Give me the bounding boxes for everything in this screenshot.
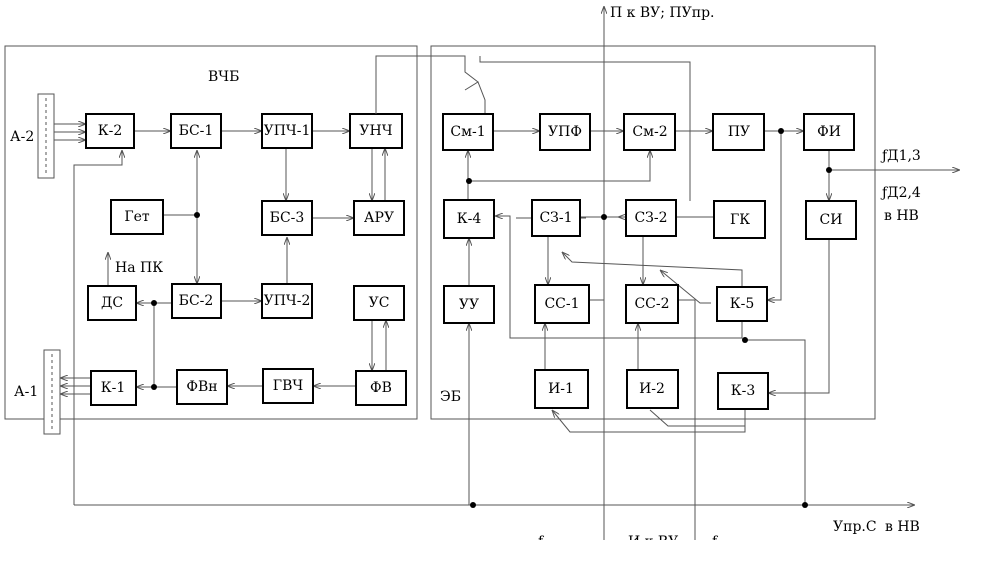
block-i2-label: И-2 (639, 381, 665, 397)
block-ss1 (534, 284, 590, 324)
block-upf-label: УПФ (548, 124, 582, 140)
block-bs3 (261, 200, 313, 236)
block-bs2 (171, 283, 222, 319)
block-k3-label: К-3 (731, 383, 755, 399)
block-pu (712, 113, 765, 151)
block-gvch (262, 368, 314, 404)
v-nv-right-label: в НВ (884, 208, 919, 224)
junction-dot (826, 167, 832, 173)
block-k5 (716, 286, 768, 322)
block-bs1-label: БС-1 (179, 123, 214, 139)
block-sz1-label: СЗ-1 (539, 210, 572, 226)
block-aru (353, 200, 405, 236)
eb-section-label: ЭБ (440, 389, 461, 405)
block-gvch-label: ГВЧ (273, 378, 304, 394)
block-fi-label: ФИ (817, 124, 841, 140)
na-pk-label: На ПК (115, 260, 163, 276)
block-aru-label: АРУ (364, 210, 394, 226)
block-pu-label: ПУ (728, 124, 750, 140)
block-gk-label: ГК (730, 212, 750, 228)
upr-s-label: Упр.С (833, 519, 877, 535)
junction-dot (470, 502, 476, 508)
v-nv-bottom-label: в НВ (885, 519, 920, 535)
block-sz2 (625, 199, 677, 237)
block-bs2-label: БС-2 (179, 293, 214, 309)
vchb-section-label: ВЧБ (208, 69, 239, 85)
block-sz2-label: СЗ-2 (634, 210, 667, 226)
eb-connections (74, 131, 960, 540)
fd13-label: ƒД1,3 (880, 148, 921, 164)
antenna-a1-label: А-1 (14, 384, 38, 400)
junction-dot (151, 384, 157, 390)
block-upch2 (261, 283, 313, 319)
junction-dot (466, 178, 472, 184)
vchb-frame (4, 45, 418, 420)
block-si (805, 200, 857, 240)
block-upch2-label: УПЧ-2 (264, 293, 311, 309)
fd24-label: ƒД2,4 (880, 185, 921, 201)
block-upch1-label: УПЧ-1 (264, 123, 311, 139)
block-sm1-label: См-1 (450, 124, 485, 140)
block-bs3-label: БС-3 (270, 210, 305, 226)
block-fvn-label: ФВн (186, 379, 217, 395)
junction-dot (802, 502, 808, 508)
block-sz1 (531, 199, 581, 237)
junction-dot (778, 128, 784, 134)
block-sm2 (623, 113, 676, 151)
block-bs1 (170, 113, 222, 149)
top-output-label: П к ВУ; ПУпр. (610, 5, 715, 21)
block-upch1 (261, 113, 313, 149)
block-fvn (176, 369, 228, 405)
vchb-connections (54, 124, 386, 505)
block-k4-label: К-4 (457, 211, 482, 227)
block-ds-label: ДС (101, 295, 123, 311)
block-unch-label: УНЧ (359, 123, 392, 139)
block-k5-label: К-5 (730, 296, 754, 312)
block-si-label: СИ (820, 212, 843, 228)
block-k2-label: К-2 (98, 123, 122, 139)
block-get (110, 199, 164, 235)
junction-dot (601, 214, 607, 220)
block-fv-label: ФВ (370, 380, 392, 396)
block-i2 (626, 369, 679, 409)
block-us (353, 285, 405, 321)
block-ss2 (625, 284, 679, 324)
block-k2 (85, 113, 135, 149)
block-ss1-label: СС-1 (544, 296, 579, 312)
eb-frame (430, 45, 876, 420)
block-k1-label: К-1 (101, 380, 125, 396)
block-k3 (717, 372, 769, 410)
block-upf (539, 113, 591, 151)
block-uu-label: УУ (459, 297, 479, 313)
block-sm2-label: См-2 (632, 124, 667, 140)
block-i1 (534, 369, 589, 409)
block-unch (349, 113, 403, 149)
block-gk (713, 200, 766, 239)
block-i1-label: И-1 (548, 381, 574, 397)
block-us-label: УС (369, 295, 390, 311)
junction-dot (194, 212, 200, 218)
block-sm1 (442, 113, 494, 151)
block-fi (803, 113, 855, 151)
bottom-cut-mask (0, 540, 986, 582)
junction-dot (151, 300, 157, 306)
block-fv (355, 370, 407, 406)
block-ds (87, 285, 137, 321)
block-ss2-label: СС-2 (634, 296, 669, 312)
block-get-label: Гет (124, 209, 150, 225)
block-k1 (90, 370, 137, 406)
junction-dot (742, 337, 748, 343)
block-k4 (443, 199, 495, 239)
block-uu (443, 285, 495, 324)
antenna-a2-label: А-2 (10, 129, 34, 145)
